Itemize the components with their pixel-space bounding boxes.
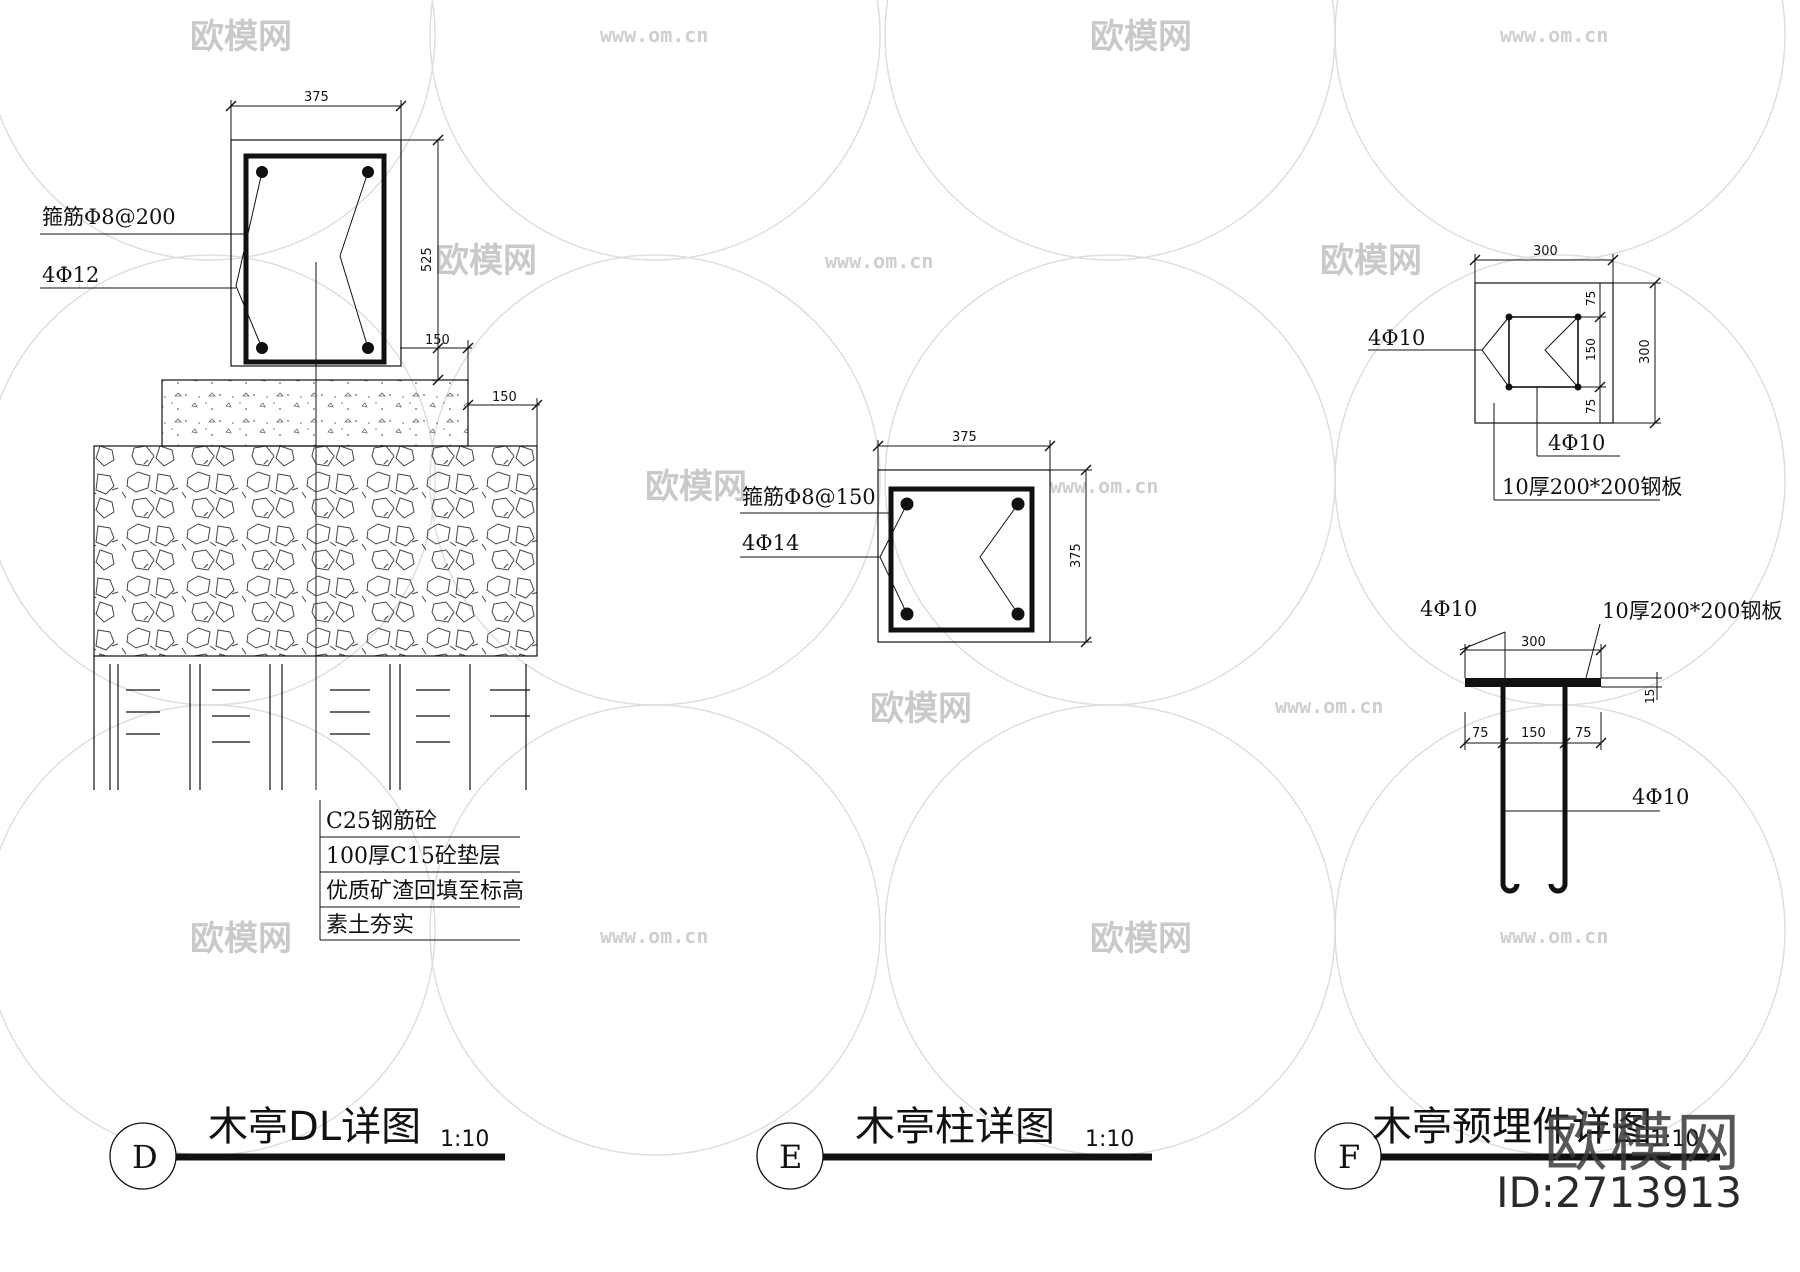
anchor-bar-right xyxy=(1548,687,1568,894)
watermark-url: www.om.cn xyxy=(1050,474,1158,498)
watermark-layer: 欧模网 www.om.cn 欧模网 www.om.cn 欧模网 www.om.c… xyxy=(0,0,1786,1156)
stirrup xyxy=(888,486,1035,633)
watermark-brand: 欧模网 xyxy=(1090,919,1192,959)
dim-width: 300 xyxy=(1521,635,1546,650)
label-bottom: 4Φ10 xyxy=(1548,431,1605,455)
compacted-soil xyxy=(93,656,530,790)
detail-marker-letter: F xyxy=(1338,1138,1360,1176)
corner-id: ID:2713913 xyxy=(1496,1168,1742,1217)
dim-width: 300 xyxy=(1533,244,1558,259)
watermark-url: www.om.cn xyxy=(1500,23,1608,47)
watermark-brand: 欧模网 xyxy=(1320,241,1422,281)
detail-scale: 1:10 xyxy=(1650,1127,1699,1152)
watermark-brand: 欧模网 xyxy=(870,689,972,729)
watermark-brand: 欧模网 xyxy=(190,17,292,57)
label-rebar: 4Φ12 xyxy=(42,263,99,287)
watermark-url: www.om.cn xyxy=(600,23,708,47)
label-rebar: 4Φ14 xyxy=(742,531,799,555)
dim-width: 375 xyxy=(952,430,977,445)
watermark-url: www.om.cn xyxy=(1275,694,1383,718)
watermark-brand: 欧模网 xyxy=(1090,17,1192,57)
label-stirrup: 箍筋Φ8@200 xyxy=(42,205,176,229)
detail-title: 木亭DL详图 xyxy=(208,1104,421,1150)
label-plate: 10厚200*200钢板 xyxy=(1502,475,1682,499)
dim-c: 75 xyxy=(1575,726,1592,741)
detail-d: 箍筋Φ8@200 4Φ12 375 525 150 150 xyxy=(40,90,543,1190)
watermark-url: www.om.cn xyxy=(600,924,708,948)
layer-label-0: C25钢筋砼 xyxy=(326,809,437,834)
label-left: 4Φ10 xyxy=(1420,597,1477,621)
label-left: 4Φ10 xyxy=(1368,326,1425,350)
corner-brand: 欧模网 xyxy=(1544,1107,1742,1181)
label-bar: 4Φ10 xyxy=(1632,785,1689,809)
dim-height: 375 xyxy=(1069,543,1084,568)
dim-a: 75 xyxy=(1584,291,1598,306)
anchor-square xyxy=(1508,316,1579,388)
dim-step1: 150 xyxy=(425,333,450,348)
detail-f-title: F 木亭预埋件详图 1:10 xyxy=(1314,1104,1720,1190)
column-outline xyxy=(877,469,1051,643)
detail-marker-letter: D xyxy=(132,1138,158,1176)
detail-title: 木亭预埋件详图 xyxy=(1372,1104,1652,1150)
stirrup xyxy=(243,153,387,365)
layer-label-2: 优质矿渣回填至标高 xyxy=(326,879,524,904)
plate-outline xyxy=(1474,282,1614,424)
detail-title: 木亭柱详图 xyxy=(855,1104,1055,1150)
steel-plate xyxy=(1465,678,1601,687)
label-plate: 10厚200*200钢板 xyxy=(1602,599,1782,623)
watermark-brand: 欧模网 xyxy=(190,919,292,959)
label-stirrup: 箍筋Φ8@150 xyxy=(742,485,876,509)
dim-c: 75 xyxy=(1584,399,1598,414)
dim-height: 300 xyxy=(1638,339,1653,364)
anchor-bar-left xyxy=(1500,687,1520,894)
dim-b: 150 xyxy=(1521,726,1546,741)
dim-b: 150 xyxy=(1584,338,1598,361)
gravel-fill xyxy=(93,445,538,657)
detail-scale: 1:10 xyxy=(1085,1127,1134,1152)
detail-marker-letter: E xyxy=(779,1138,802,1176)
detail-f-plan: 4Φ10 4Φ10 10厚200*200钢板 300 300 75 150 75 xyxy=(1368,244,1682,501)
dim-step2: 150 xyxy=(492,390,517,405)
dim-width: 375 xyxy=(304,90,329,105)
detail-e: 箍筋Φ8@150 4Φ14 375 375 E 木亭柱详图 1:10 xyxy=(740,430,1152,1190)
watermark-url: www.om.cn xyxy=(825,249,933,273)
dim-height: 525 xyxy=(420,247,435,272)
detail-f-section: 300 4Φ10 10厚200*200钢板 15 75 150 75 4Φ10 xyxy=(1420,597,1782,894)
watermark-brand: 欧模网 xyxy=(645,467,747,507)
dim-thickness: 15 xyxy=(1643,689,1657,704)
dim-a: 75 xyxy=(1472,726,1489,741)
watermark-url: www.om.cn xyxy=(1500,924,1608,948)
layer-label-1: 100厚C15砼垫层 xyxy=(326,844,501,869)
concrete-cushion xyxy=(161,379,469,447)
layer-label-3: 素土夯实 xyxy=(326,913,414,938)
detail-scale: 1:10 xyxy=(440,1127,489,1152)
watermark-brand: 欧模网 xyxy=(435,241,537,281)
